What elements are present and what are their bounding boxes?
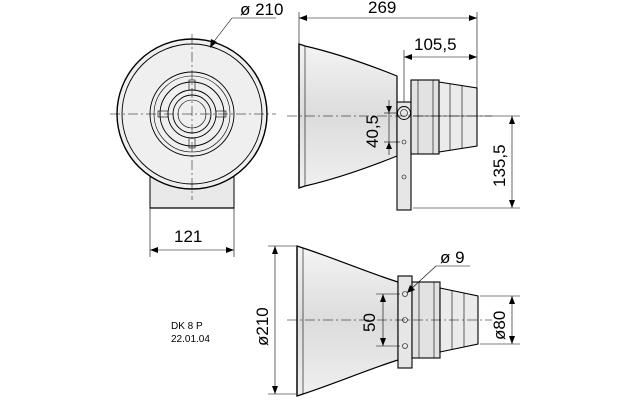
side-bracket [396,101,412,211]
dim-front-base-width: 121 [149,208,235,257]
top-view [287,245,492,397]
label-side-length: 269 [368,0,396,17]
side-driver-cap [438,81,478,153]
label-side-rear-length: 105,5 [414,35,457,54]
dim-top-hole-diameter: ø 9 [407,248,470,293]
label-top-rear-diameter: ø80 [490,311,509,340]
label-front-base-width: 121 [174,227,202,246]
label-side-bracket-offset: 40,5 [363,115,382,148]
note-date: 22.01.04 [171,334,210,345]
label-front-diameter: ø 210 [240,0,283,19]
dim-front-diameter: ø 210 [210,0,283,48]
dim-side-height: 135,5 [413,115,520,209]
side-driver-housing [410,79,440,155]
note-model: DK 8 P [171,321,203,332]
drawing-note: DK 8 P 22.01.04 [171,321,210,345]
dim-top-rear-diameter: ø80 [480,295,520,345]
dim-side-rear-length: 105,5 [403,35,477,102]
dim-top-mouth-diameter: ø210 [253,245,296,395]
dim-side-length: 269 [298,0,478,88]
label-top-hole-spacing: 50 [360,313,379,332]
dim-top-hole-spacing: 50 [360,293,400,347]
dim-side-bracket-offset: 40,5 [363,100,400,155]
front-view [110,34,276,209]
side-view [287,43,492,211]
label-top-mouth-diameter: ø210 [253,307,272,346]
label-side-height: 135,5 [490,144,509,187]
label-top-hole-diameter: ø 9 [440,248,465,267]
